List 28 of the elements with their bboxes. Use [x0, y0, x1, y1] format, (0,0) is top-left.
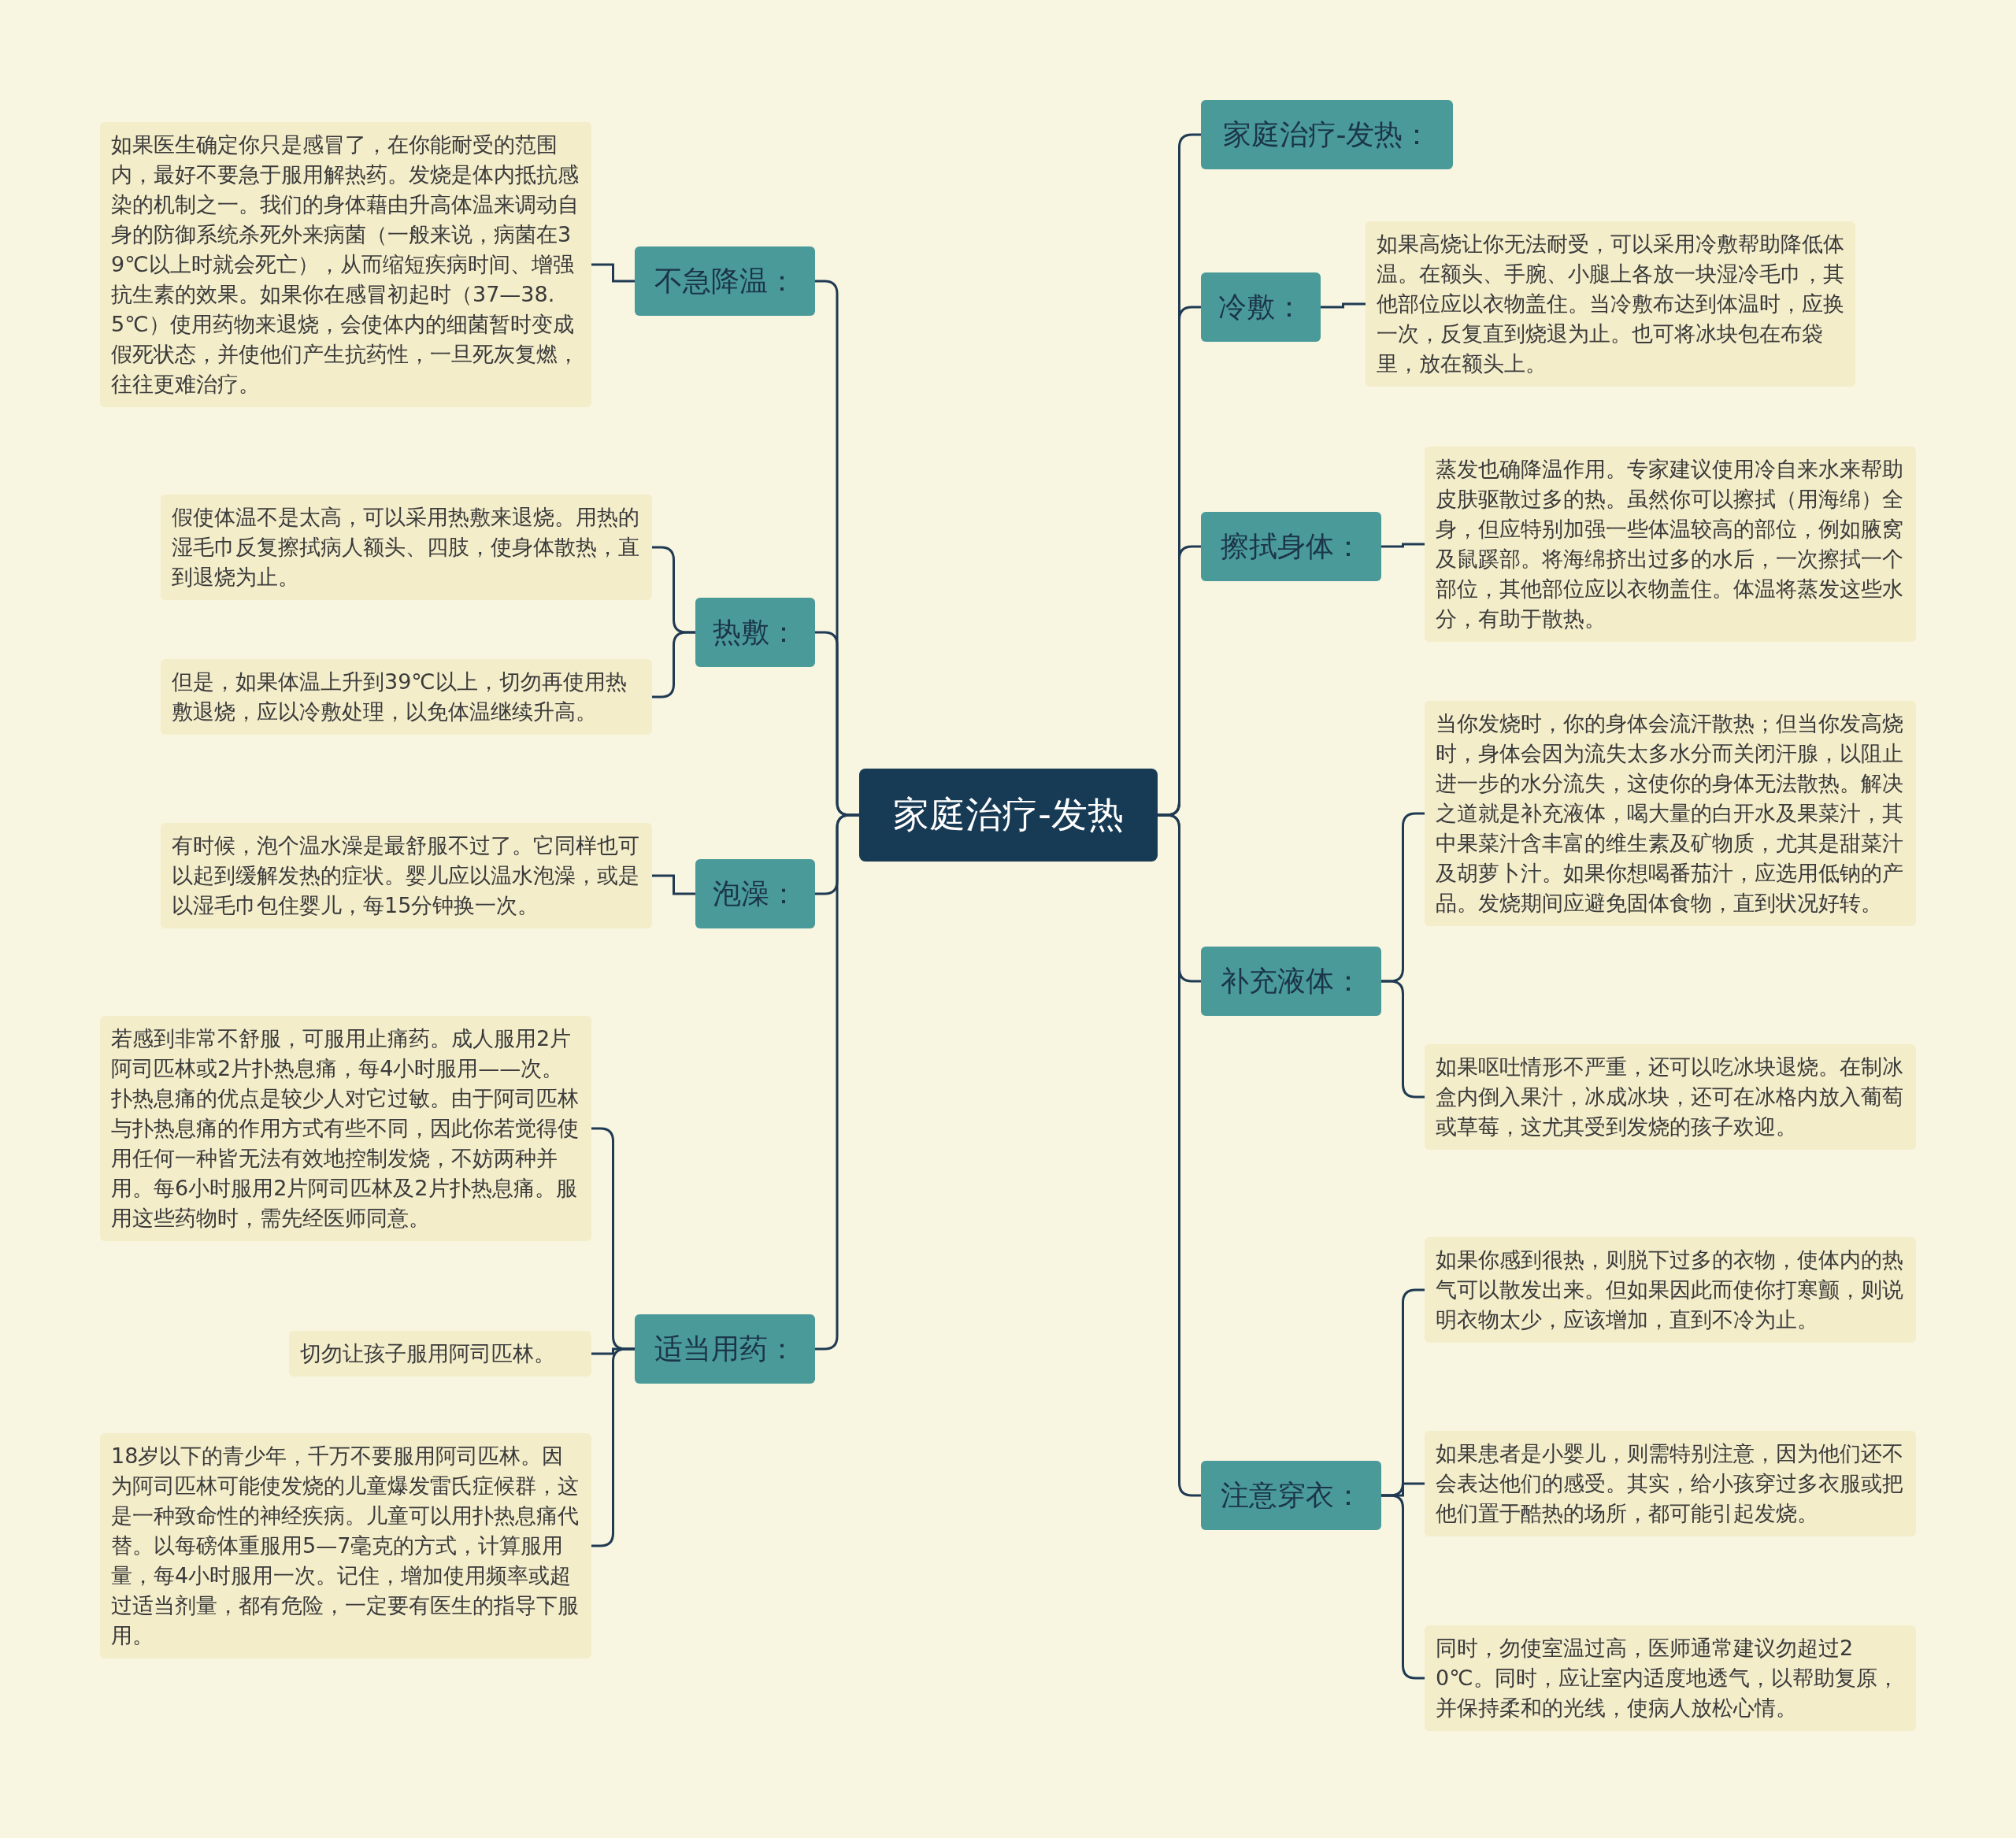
note-text-box: 假使体温不是太高，可以采用热敷来退烧。用热的湿毛巾反复擦拭病人额头、四肢，使身体散热，直到退烧为止。	[161, 495, 652, 600]
topic-box: 热敷：	[695, 598, 815, 667]
note-text-box: 如果患者是小婴儿，则需特别注意，因为他们还不会表达他们的感受。其实，给小孩穿过多衣服或把他们置于酷热的场所，都可能引起发烧。	[1425, 1431, 1916, 1536]
root-topic-box: 家庭治疗-发热	[859, 769, 1158, 862]
note-text-box: 当你发烧时，你的身体会流汗散热；但当你发高烧时，身体会因为流失太多水分而关闭汗腺，以阻止进一步的水分流失，这使你的身体无法散热。解决之道就是补充液体，喝大量的白开水及果菜汁，其中果菜汁含丰富的维生素及矿物质，尤其是甜菜汁及胡萝卜汁。如果你想喝番茄汁，应选用低钠的产品。发烧期间应避免固体食物，直到状况好转。	[1425, 701, 1916, 926]
note-text-box: 切勿让孩子服用阿司匹林。	[289, 1331, 591, 1377]
connector-line	[652, 874, 695, 895]
topic-box: 不急降温：	[635, 246, 815, 316]
note-text-box: 如果高烧让你无法耐受，可以采用冷敷帮助降低体温。在额头、手腕、小腿上各放一块湿冷毛巾，其他部位应以衣物盖住。当冷敷布达到体温时，应换一次，反复直到烧退为止。也可将冰块包在布袋里，放在额头上。	[1366, 221, 1855, 387]
topic-box: 家庭治疗-发热：	[1201, 100, 1453, 169]
note-text-box: 如果医生确定你只是感冒了，在你能耐受的范围内，最好不要急于服用解热药。发烧是体内抵抗感染的机制之一。我们的身体藉由升高体温来调动自身的防御系统杀死外来病菌（一般来说，病菌在39℃以上时就会死亡），从而缩短疾病时间、增强抗生素的效果。如果你在感冒初起时（37—38.5℃）使用药物来退烧，会使体内的细菌暂时变成假死状态，并使他们产生抗药性，一旦死灰复燃，往往更难治疗。	[100, 122, 591, 407]
topic-box: 擦拭身体：	[1201, 512, 1381, 581]
note-text-box: 18岁以下的青少年，千万不要服用阿司匹林。因为阿司匹林可能使发烧的儿童爆发雷氏症候群，这是一种致命性的神经疾病。儿童可以用扑热息痛代替。以每磅体重服用5—7毫克的方式，计算服用量，每4小时服用一次。记住，增加使用频率或超过适当剂量，都有危险，一定要有医生的指导下服用。	[100, 1433, 591, 1658]
note-text-box: 蒸发也确降温作用。专家建议使用冷自来水来帮助皮肤驱散过多的热。虽然你可以擦拭（用海绵）全身，但应特别加强一些体温较高的部位，例如腋窝及鼠蹊部。将海绵挤出过多的水后，一次擦拭一个部位，其他部位应以衣物盖住。体温将蒸发这些水分，有助于散热。	[1425, 447, 1916, 642]
note-text-box: 如果呕吐情形不严重，还可以吃冰块退烧。在制冰盒内倒入果汁，冰成冰块，还可在冰格内放入葡萄或草莓，这尤其受到发烧的孩子欢迎。	[1425, 1044, 1916, 1150]
connector-line	[1321, 302, 1366, 309]
note-text-box: 有时候，泡个温水澡是最舒服不过了。它同样也可以起到缓解发热的症状。婴儿应以温水泡澡，或是以湿毛巾包住婴儿，每15分钟换一次。	[161, 823, 652, 928]
note-text-box: 但是，如果体温上升到39℃以上，切勿再使用热敷退烧，应以冷敷处理，以免体温继续升高。	[161, 659, 652, 735]
topic-box: 注意穿衣：	[1201, 1461, 1381, 1530]
note-text-box: 同时，勿使室温过高，医师通常建议勿超过20℃。同时，应让室内适度地透气，以帮助复原，并保持柔和的光线，使病人放松心情。	[1425, 1625, 1916, 1731]
topic-box: 冷敷：	[1201, 272, 1321, 342]
note-text-box: 如果你感到很热，则脱下过多的衣物，使体内的热气可以散发出来。但如果因此而使你打寒颤，则说明衣物太少，应该增加，直到不冷为止。	[1425, 1237, 1916, 1343]
topic-box: 适当用药：	[635, 1314, 815, 1384]
note-text-box: 若感到非常不舒服，可服用止痛药。成人服用2片阿司匹林或2片扑热息痛，每4小时服用——次。扑热息痛的优点是较少人对它过敏。由于阿司匹林与扑热息痛的作用方式有些不同，因此你若觉得使用任何一种皆无法有效地控制发烧，不妨两种并用。每6小时服用2片阿司匹林及2片扑热息痛。服用这些药物时，需先经医师同意。	[100, 1016, 591, 1241]
connector-line	[1381, 543, 1425, 548]
connector-line	[591, 263, 635, 283]
topic-box: 补充液体：	[1201, 947, 1381, 1016]
topic-box: 泡澡：	[695, 859, 815, 928]
